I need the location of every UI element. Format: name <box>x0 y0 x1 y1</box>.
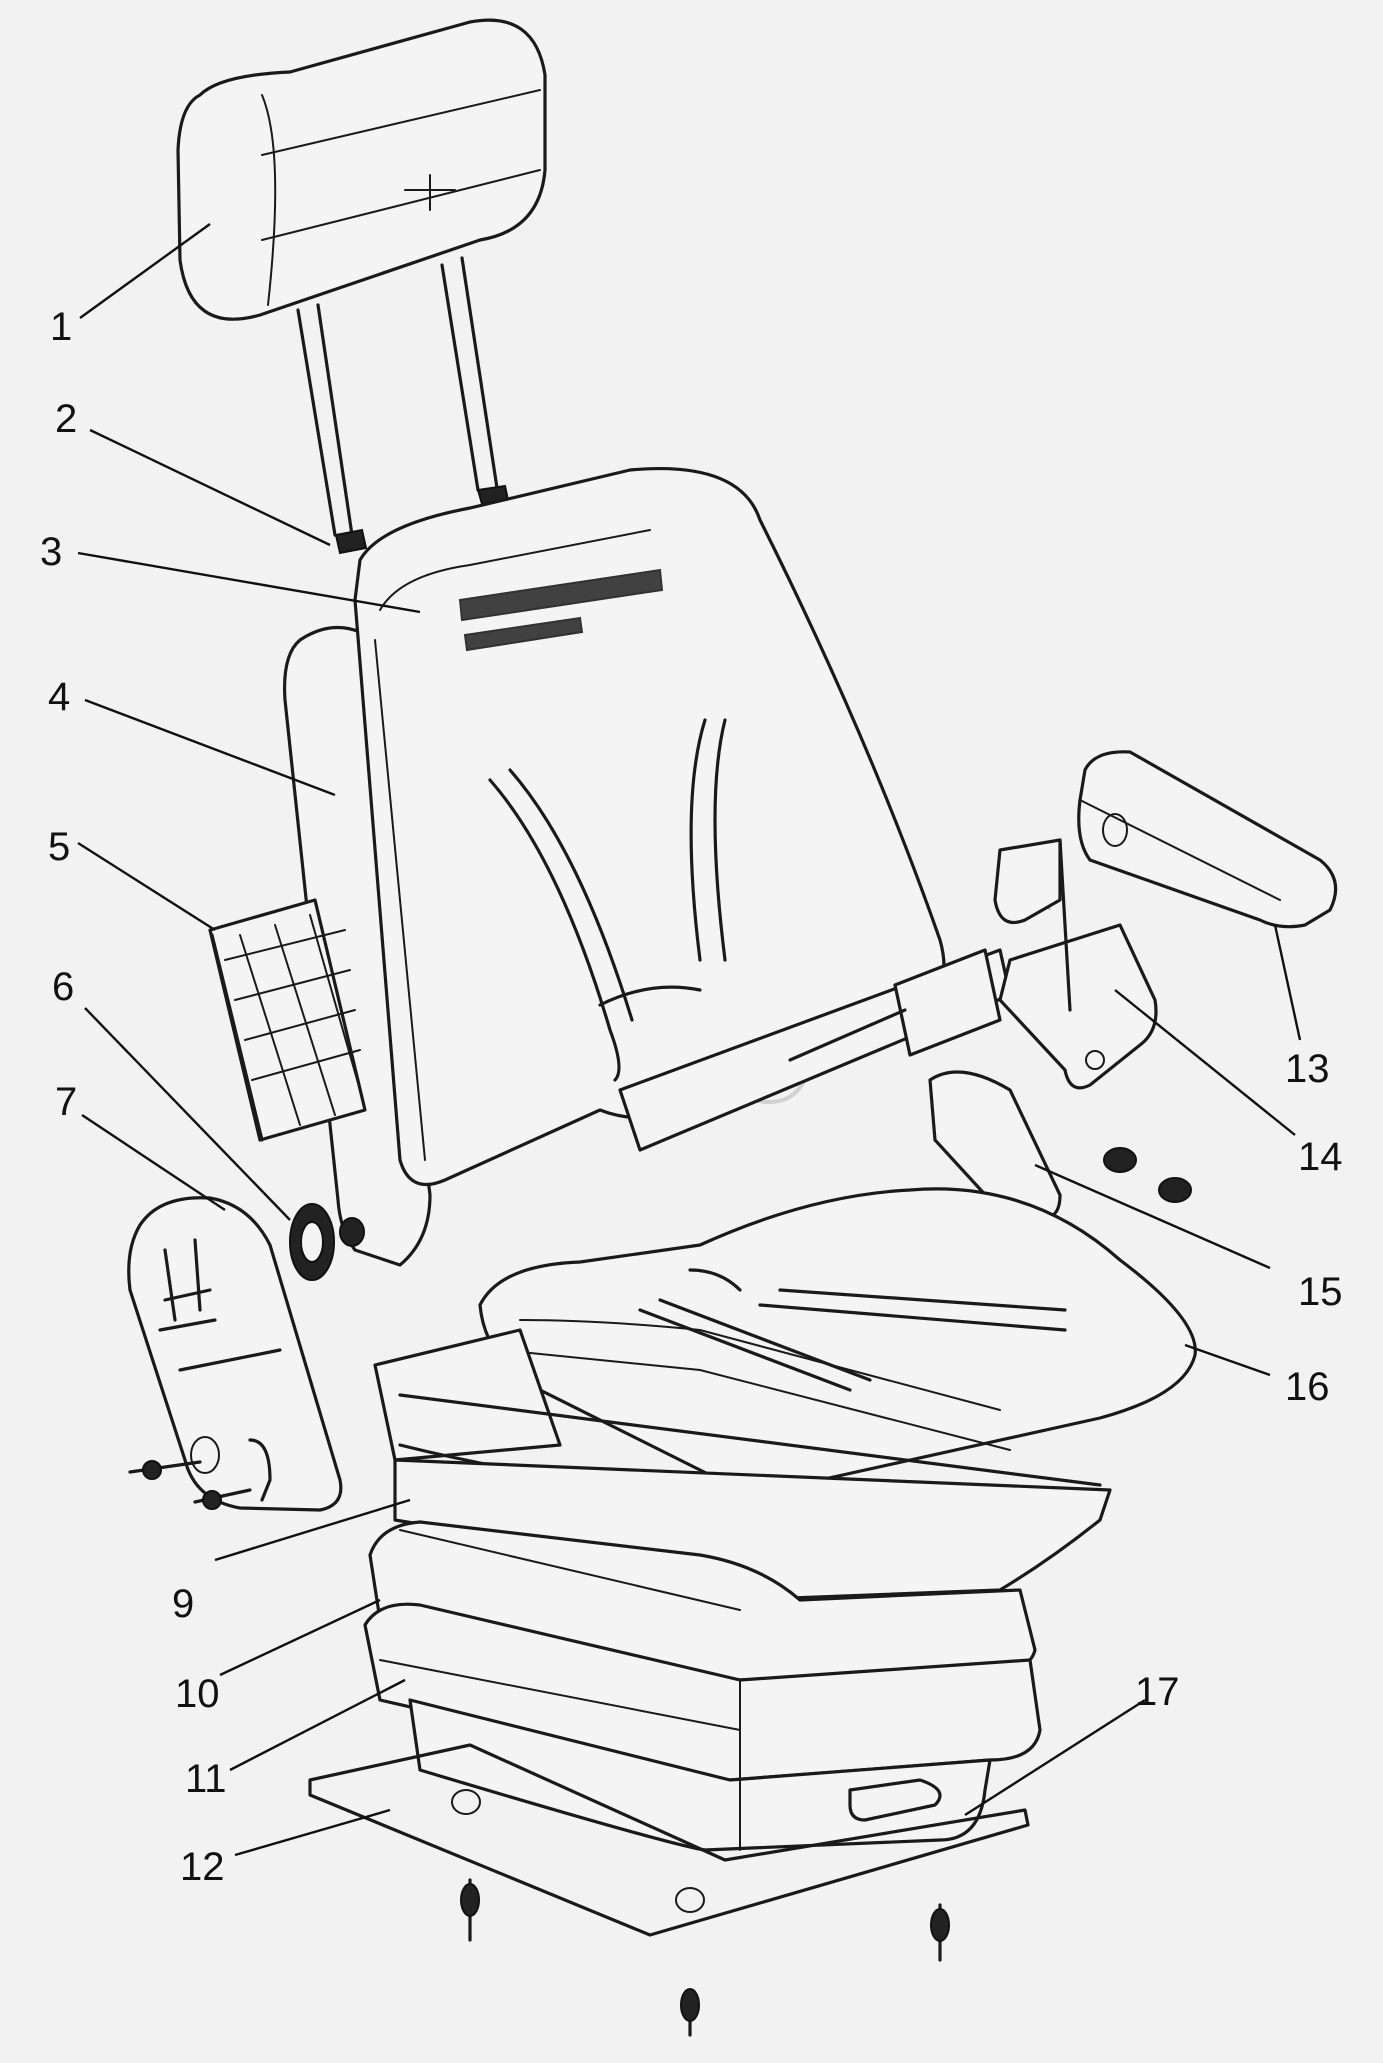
leader-lines <box>77 223 1302 1857</box>
mounting-plate-drawing <box>308 1743 1030 2037</box>
seat-cushion-drawing <box>478 1187 1197 1492</box>
callout-13: 13 <box>1285 1047 1330 1091</box>
callout-7: 7 <box>55 1080 77 1124</box>
side-cover-drawing <box>127 1196 343 1512</box>
callout-1: 1 <box>50 305 72 349</box>
callout-4: 4 <box>48 675 70 719</box>
callout-9: 9 <box>172 1582 194 1626</box>
armrest-drawing <box>993 750 1338 1203</box>
callout-11: 11 <box>185 1757 227 1801</box>
callout-15: 15 <box>1298 1270 1343 1314</box>
callout-10: 10 <box>175 1672 220 1716</box>
callout-5: 5 <box>48 825 70 869</box>
callout-16: 16 <box>1285 1365 1330 1409</box>
suspension-drawing <box>363 1328 1112 1852</box>
callout-6: 6 <box>52 965 74 1009</box>
headrest-drawing <box>176 18 547 555</box>
callout-14: 14 <box>1298 1135 1343 1179</box>
callout-17: 17 <box>1135 1670 1180 1714</box>
backrest-drawing <box>282 466 1062 1267</box>
callout-labels: 1 2 3 4 5 6 7 9 10 11 12 13 14 15 16 17 <box>40 305 1343 1889</box>
callout-3: 3 <box>40 530 62 574</box>
adjust-knob-drawing <box>289 1203 365 1281</box>
callout-12: 12 <box>180 1845 225 1889</box>
storage-net-drawing <box>208 898 367 1142</box>
callout-2: 2 <box>55 397 77 441</box>
